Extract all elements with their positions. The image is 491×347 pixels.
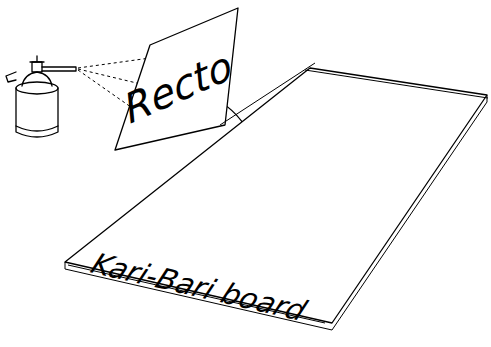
spray-line: [78, 69, 145, 85]
can-base-ring: [16, 126, 58, 131]
can-handle: [30, 56, 44, 62]
can-dome: [22, 72, 52, 86]
shape-border: [115, 8, 238, 150]
can-lever: [6, 72, 16, 82]
spray-line: [78, 58, 150, 68]
can-valve: [32, 62, 42, 72]
board-shape: Kari-Bari board: [60, 65, 490, 333]
sketch-stroke: [220, 63, 315, 125]
sheet-shape: Recto: [110, 5, 242, 157]
sketch-stroke: [65, 95, 487, 330]
can-body: [16, 88, 58, 137]
spray-can: [6, 56, 76, 137]
can-nozzle: [42, 67, 76, 71]
sketch-stroke: [305, 70, 488, 98]
